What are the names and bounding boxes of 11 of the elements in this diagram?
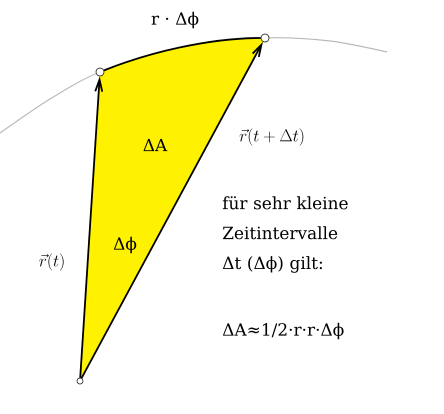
point	[76, 378, 84, 384]
area-formula: ΔA≈1/2·r·r·Δϕ	[222, 322, 344, 340]
note-text: für sehr kleine Zeitintervalle Δt (Δϕ) gilt:	[222, 196, 348, 273]
angle-label: Δϕ	[114, 236, 136, 254]
edge-label: $\vec{r}(t+\Delta t)$	[240, 128, 304, 146]
arrow	[79, 76, 104, 378]
edge-label: r · Δϕ	[152, 12, 198, 28]
area-label: ΔA	[143, 138, 168, 152]
edge-label: $\vec{r}(t)$	[39, 253, 64, 271]
point	[96, 68, 104, 76]
point	[260, 34, 270, 42]
